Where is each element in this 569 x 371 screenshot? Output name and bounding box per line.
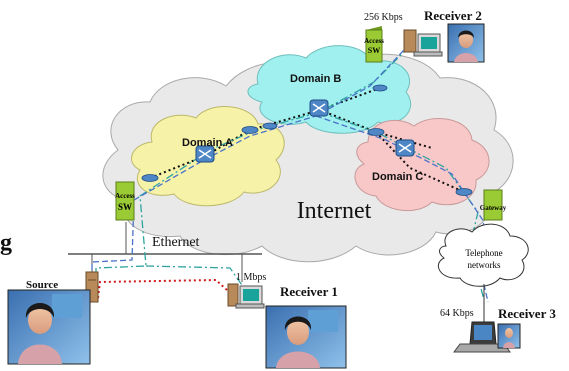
internet-label: Internet	[297, 198, 372, 224]
domain-b-cloud	[247, 45, 412, 134]
router-domain-b	[309, 99, 329, 117]
receiver-3-laptop	[453, 284, 511, 353]
router-domain-c	[395, 139, 415, 157]
gateway-switch: Gateway	[480, 189, 507, 221]
receiver-2-label: Receiver 2	[424, 8, 482, 23]
rate-receiver-2: 256 Kbps	[364, 12, 403, 23]
source-label: Source	[26, 279, 58, 291]
router-domain-a	[195, 145, 215, 163]
ethernet-label: Ethernet	[152, 235, 200, 250]
cutoff-glyph: g	[0, 230, 12, 256]
domain-c-label: Domain C	[372, 171, 423, 183]
rate-receiver-1: 1 Mbps	[236, 272, 266, 283]
domain-a-label: Domain A	[182, 137, 233, 149]
border-router-nodes	[141, 84, 473, 196]
access-switch-top: Access SW	[364, 26, 384, 63]
receiver-1-label: Receiver 1	[280, 284, 338, 299]
receiver-1-pc	[227, 283, 265, 309]
svg-text:Access: Access	[364, 37, 384, 45]
receiver-1-thumbnail	[265, 305, 347, 369]
svg-text:Gateway: Gateway	[480, 204, 507, 212]
domain-b-label: Domain B	[290, 73, 341, 85]
svg-text:SW: SW	[368, 46, 380, 55]
svg-text:Telephone: Telephone	[465, 248, 502, 258]
svg-text:networks: networks	[468, 260, 501, 270]
svg-text:SW: SW	[118, 202, 132, 212]
receiver-2-pc	[403, 29, 443, 57]
svg-text:Access: Access	[115, 192, 135, 200]
rate-receiver-3: 64 Kbps	[440, 308, 474, 319]
receiver-3-label: Receiver 3	[498, 306, 556, 321]
source-thumbnail	[7, 289, 91, 365]
access-switch-left: Access SW	[115, 181, 135, 221]
receiver-2-thumbnail	[447, 23, 485, 63]
telephone-networks-cloud: Telephone networks	[438, 223, 529, 287]
path-red	[97, 278, 241, 303]
receiver-3-thumbnail	[497, 323, 521, 349]
